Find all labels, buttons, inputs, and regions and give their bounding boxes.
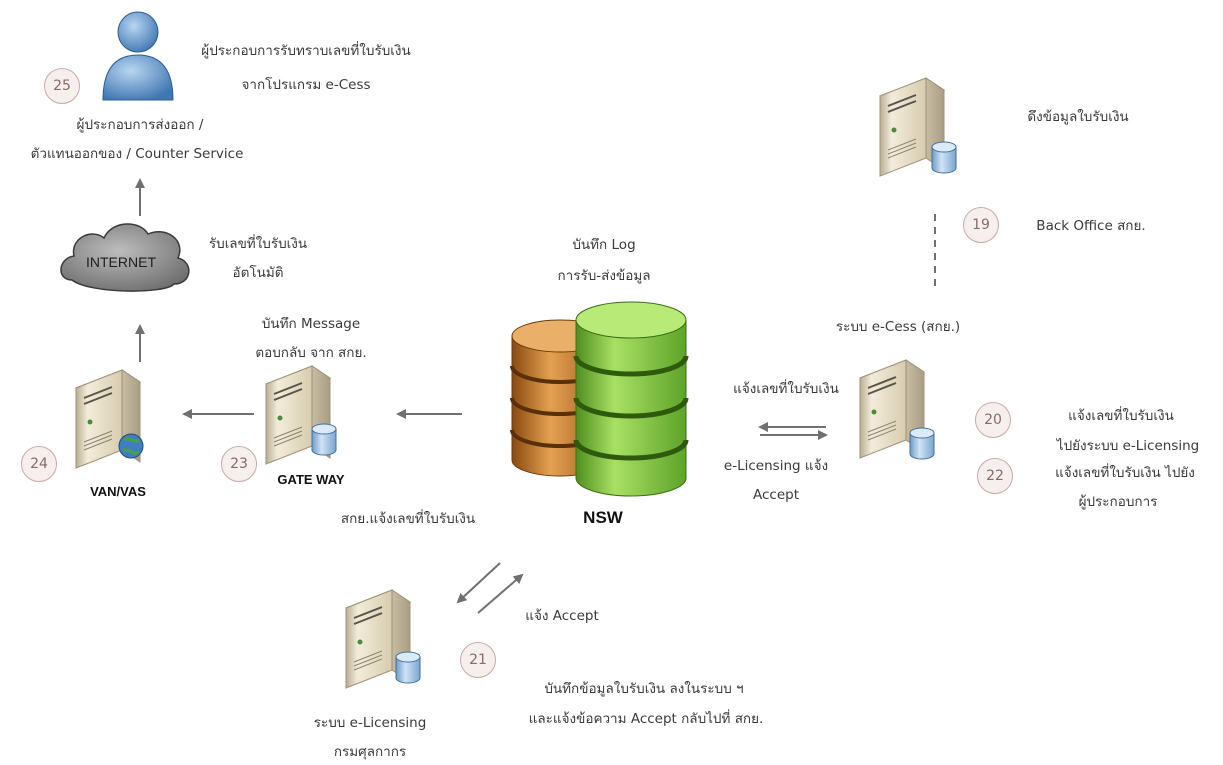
nsw-log-line1: บันทึก Log (572, 237, 636, 253)
nsw-label: NSW (583, 508, 623, 527)
gateway-message-line1: บันทึก Message (261, 316, 361, 332)
backoffice-server-icon (879, 77, 957, 177)
operator-notice-line1: ผู้ประกอบการรับทราบเลขที่ใบรับเงิน (201, 43, 411, 59)
step-badge-20: 20 (975, 402, 1011, 438)
step-badge-24: 24 (21, 446, 57, 482)
step22-line2: ผู้ประกอบการ (1078, 494, 1158, 510)
ecess-label: ระบบ e-Cess (สกย.) (835, 319, 961, 335)
gateway-message-line2: ตอบกลับ จาก สกย. (255, 345, 367, 361)
operator-label-line2: ตัวแทนออกของ / Counter Service (30, 146, 244, 162)
notify-accept-label: แจ้ง Accept (525, 608, 599, 624)
operator-label-line1: ผู้ประกอบการส่งออก / (76, 117, 204, 133)
step-badge-22: 22 (977, 458, 1013, 494)
internet-label: INTERNET (86, 254, 156, 270)
elicensing-label-line1: ระบบ e-Licensing (313, 715, 427, 731)
auto-receipt-line1: รับเลขที่ใบรับเงิน (208, 236, 308, 252)
internet-cloud-icon (60, 223, 190, 292)
elicensing-label-line2: กรมศุลกากร (333, 744, 407, 760)
ecess-notify-label: แจ้งเลขที่ใบรับเงิน (733, 381, 839, 397)
gateway-label: GATE WAY (277, 472, 345, 487)
arrows (135, 178, 936, 614)
van-server-icon (75, 369, 144, 469)
step-badge-25: 25 (44, 68, 80, 104)
step-badge-19: 19 (963, 207, 999, 243)
backoffice-label: Back Office สกย. (1036, 218, 1146, 234)
elic-accept-line2: Accept (752, 487, 800, 503)
operator-notice-line2: จากโปรแกรม e-Cess (241, 77, 371, 93)
step20-line1: แจ้งเลขที่ใบรับเงิน (1068, 408, 1174, 424)
nsw-database-icon (510, 301, 689, 497)
gateway-server-icon (265, 365, 337, 465)
step20-line2: ไปยังระบบ e-Licensing (1056, 438, 1200, 454)
van-label: VAN/VAS (90, 484, 146, 499)
step21-line1: บันทึกข้อมูลใบรับเงิน ลงในระบบ ฯ (544, 681, 744, 697)
skoy-notify-label: สกย.แจ้งเลขที่ใบรับเงิน (340, 511, 476, 527)
step21-line2: และแจ้งข้อความ Accept กลับไปที่ สกย. (528, 711, 764, 727)
step-badge-23: 23 (221, 446, 257, 482)
step-badge-21: 21 (460, 642, 496, 678)
pull-receipt-label: ดึงข้อมูลใบรับเงิน (1027, 109, 1129, 125)
ecess-server-icon (859, 359, 935, 460)
step22-line1: แจ้งเลขที่ใบรับเงิน ไปยัง (1055, 465, 1195, 481)
user-icon (102, 11, 174, 101)
elic-accept-line1: e-Licensing แจ้ง (723, 458, 829, 474)
nsw-log-line2: การรับ-ส่งข้อมูล (557, 268, 651, 284)
auto-receipt-line2: อัตโนมัติ (232, 265, 284, 281)
elicensing-server-icon (345, 589, 421, 689)
